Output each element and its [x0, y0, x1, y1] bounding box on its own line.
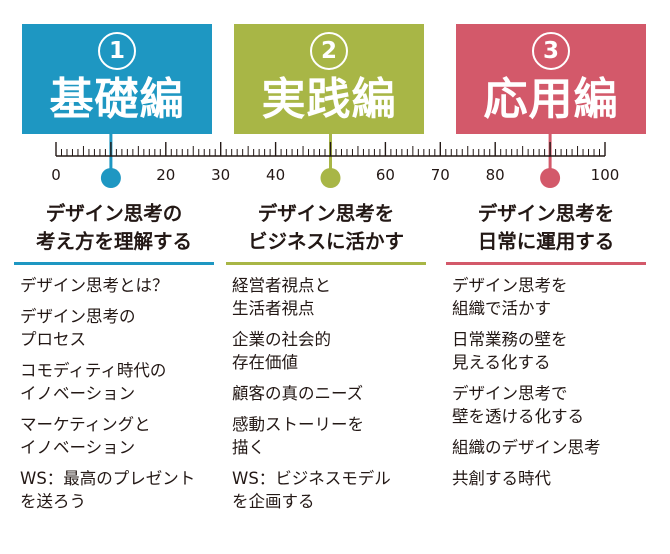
ruler-tick-label: 70 — [431, 166, 450, 184]
ruler-tick-label: 60 — [376, 166, 395, 184]
list-item: 顧客の真のニーズ — [232, 384, 364, 403]
list-item: 企業の社会的 存在価値 — [232, 330, 331, 372]
list-item: コモディティ時代の イノベーション — [20, 361, 167, 403]
section-divider — [226, 262, 426, 265]
section-basic: デザイン思考の 考え方を理解する デザイン思考とは？ デザイン思考の プロセス … — [14, 200, 214, 521]
ruler-marker-dot — [320, 168, 341, 188]
ruler-labels: 0 20 30 40 60 70 80 100 — [51, 166, 619, 184]
list-item: デザイン思考で 壁を透ける化する — [452, 384, 584, 426]
list-item: 共創する時代 — [452, 469, 551, 488]
ruler-ticks — [55, 142, 606, 156]
phase-title: 基礎編 — [49, 74, 185, 125]
progress-ruler: 0 20 30 40 60 70 80 100 — [51, 132, 619, 188]
list-item: 日常業務の壁を 見える化する — [452, 330, 568, 372]
phase-number-badge: 1 — [98, 32, 136, 70]
ruler-tick-label: 20 — [156, 166, 175, 184]
phase-number-badge: 2 — [310, 32, 348, 70]
section-application: デザイン思考を 日常に運用する デザイン思考を 組織で活かす 日常業務の壁を 見… — [446, 200, 646, 498]
list-item: マーケティングと イノベーション — [20, 415, 151, 457]
ruler-markers — [100, 168, 561, 188]
ruler-tick-label: 0 — [51, 166, 61, 184]
section-heading: デザイン思考を ビジネスに活かす — [247, 202, 404, 253]
list-item: WS：最高のプレゼント を送ろう — [20, 469, 196, 511]
section-divider — [446, 262, 646, 265]
list-item: 組織のデザイン思考 — [452, 438, 601, 457]
phase-title: 応用編 — [483, 74, 619, 125]
phase-box-application: 3 応用編 — [456, 24, 646, 134]
list-item: 感動ストーリーを 描く — [232, 415, 364, 457]
list-item: デザイン思考とは？ — [20, 276, 169, 295]
section-practice: デザイン思考を ビジネスに活かす 経営者視点と 生活者視点 企業の社会的 存在価… — [226, 200, 426, 521]
ruler-tick-label: 40 — [266, 166, 285, 184]
phase-box-practice: 2 実践編 — [234, 24, 424, 134]
phase-number-badge: 3 — [532, 32, 570, 70]
phase-title: 実践編 — [261, 74, 397, 125]
list-item: WS：ビジネスモデル を企画する — [232, 469, 391, 511]
ruler-marker-dot — [540, 168, 561, 188]
ruler-marker-dot — [100, 168, 121, 188]
section-heading: デザイン思考の 考え方を理解する — [35, 202, 192, 253]
ruler-tick-label: 100 — [591, 166, 620, 184]
list-item: デザイン思考を 組織で活かす — [452, 276, 568, 318]
ruler-tick-label: 30 — [211, 166, 230, 184]
phase-box-basic: 1 基礎編 — [22, 24, 212, 134]
section-heading: デザイン思考を 日常に運用する — [477, 202, 615, 253]
list-item: 経営者視点と 生活者視点 — [232, 276, 331, 318]
section-divider — [14, 262, 214, 265]
list-item: デザイン思考の プロセス — [20, 307, 136, 349]
ruler-tick-label: 80 — [486, 166, 505, 184]
